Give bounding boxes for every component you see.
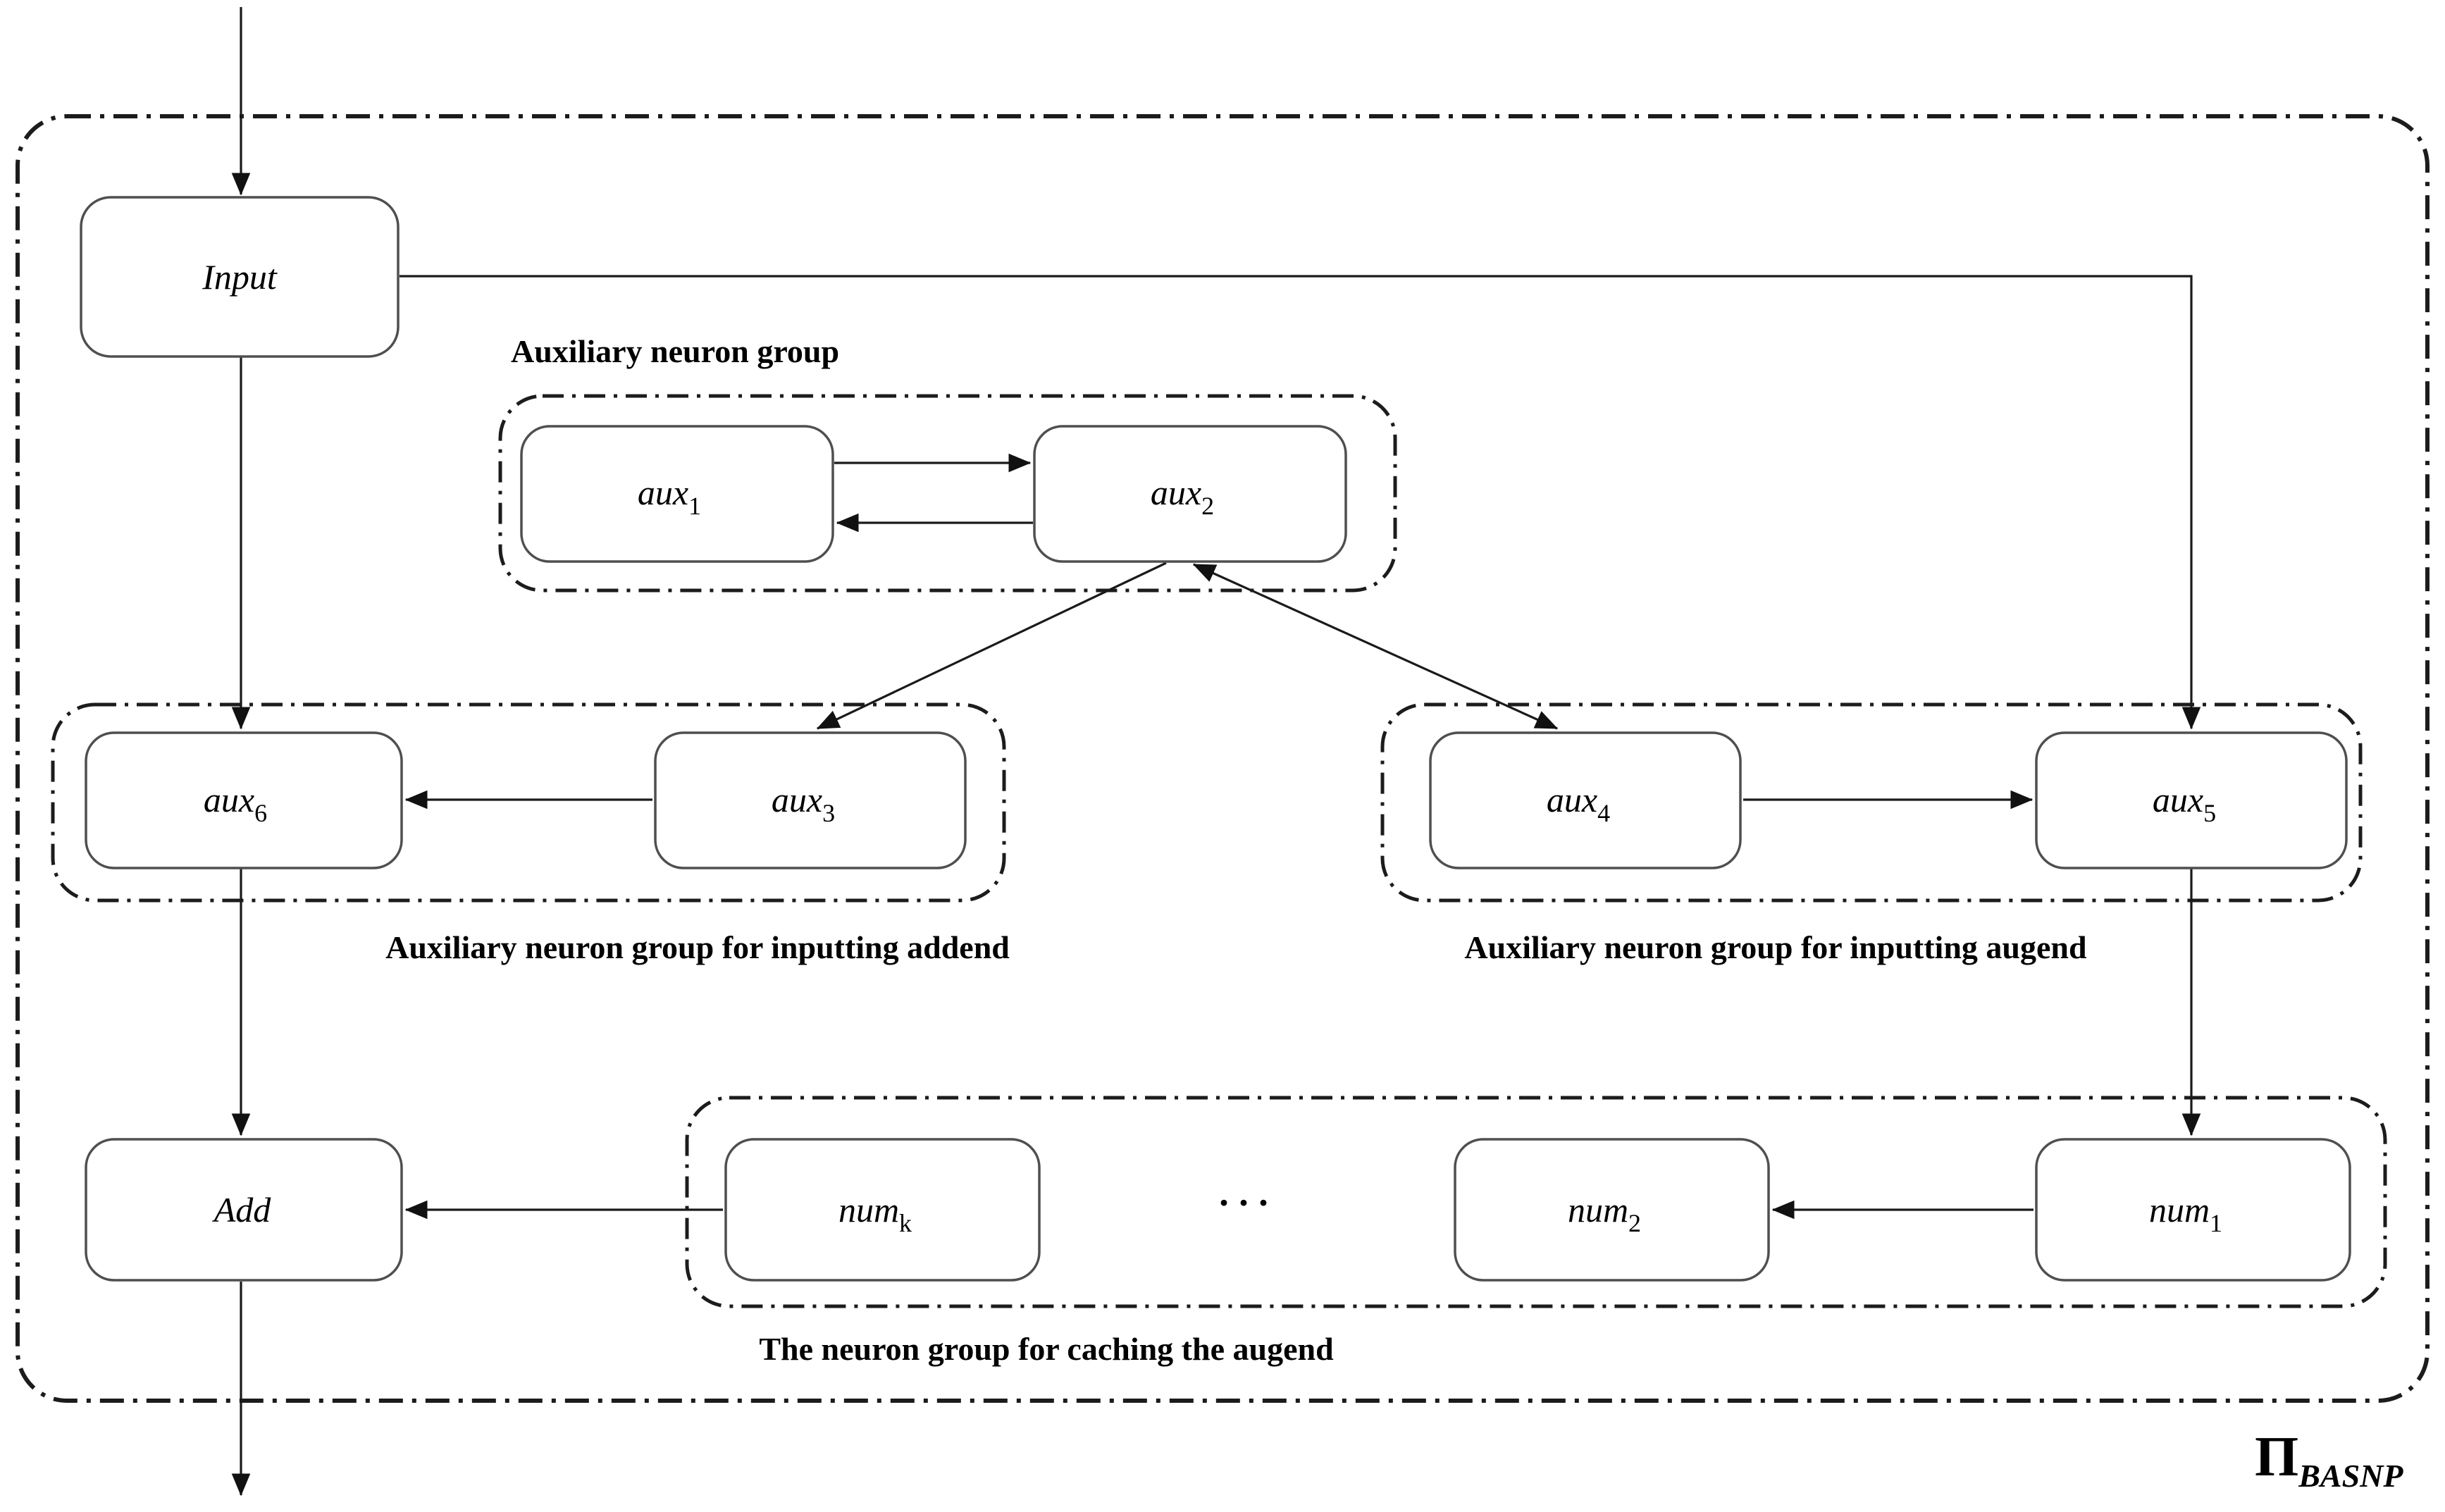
aux2-label: aux2 (1151, 473, 1214, 520)
node-aux3: aux3 (654, 731, 967, 869)
add-box (85, 1138, 403, 1282)
aux6-label: aux6 (204, 780, 267, 827)
node-aux6: aux6 (85, 731, 403, 869)
node-aux5: aux5 (2035, 731, 2348, 869)
num2-label: num2 (1568, 1190, 1641, 1237)
node-aux1: aux1 (520, 425, 834, 563)
input-label: Input (202, 257, 278, 297)
edge-aux2-to-aux3 (816, 562, 1167, 730)
numk-box (724, 1138, 1041, 1282)
num2-box (1454, 1138, 1770, 1282)
node-num2: num2 (1454, 1138, 1770, 1282)
num1-label: num1 (2149, 1190, 2222, 1237)
aux5-box (2035, 731, 2348, 869)
aux6-box (85, 731, 403, 869)
node-num1: num1 (2035, 1138, 2351, 1282)
edge-input-to-aux5 (400, 275, 2201, 730)
auxiliary-group-border (498, 394, 1397, 593)
node-numk: numk (724, 1138, 1041, 1282)
node-aux2: aux2 (1033, 425, 1347, 563)
node-input: Input (80, 196, 400, 358)
input-box (80, 196, 400, 358)
aux1-box (520, 425, 834, 563)
auxiliary-group-caption: Auxiliary neuron group (511, 333, 839, 369)
add-label: Add (212, 1190, 272, 1229)
addend-group-caption: Auxiliary neuron group for inputting add… (385, 929, 1010, 965)
aux1-label: aux1 (638, 473, 701, 520)
augend-group-border (1380, 702, 2363, 903)
num-ellipsis: ··· (1218, 1182, 1277, 1224)
addend-group-border (51, 702, 1006, 903)
num1-box (2035, 1138, 2351, 1282)
aux2-box (1033, 425, 1347, 563)
aux5-label: aux5 (2153, 780, 2216, 827)
aux3-box (654, 731, 967, 869)
edge-aux2-aux4-bidirectional (1192, 563, 1559, 730)
numk-label: numk (838, 1190, 912, 1237)
caching-group-border (685, 1096, 2387, 1308)
aux3-label: aux3 (772, 780, 835, 827)
augend-group-caption: Auxiliary neuron group for inputting aug… (1464, 929, 2087, 965)
node-add: Add (85, 1138, 403, 1282)
system-name-label: ΠBASNP (2255, 1426, 2403, 1494)
caching-group-caption: The neuron group for caching the augend (759, 1331, 1334, 1367)
node-aux4: aux4 (1429, 731, 1742, 869)
system-border (16, 114, 2429, 1403)
aux4-box (1429, 731, 1742, 869)
aux4-label: aux4 (1547, 780, 1610, 827)
